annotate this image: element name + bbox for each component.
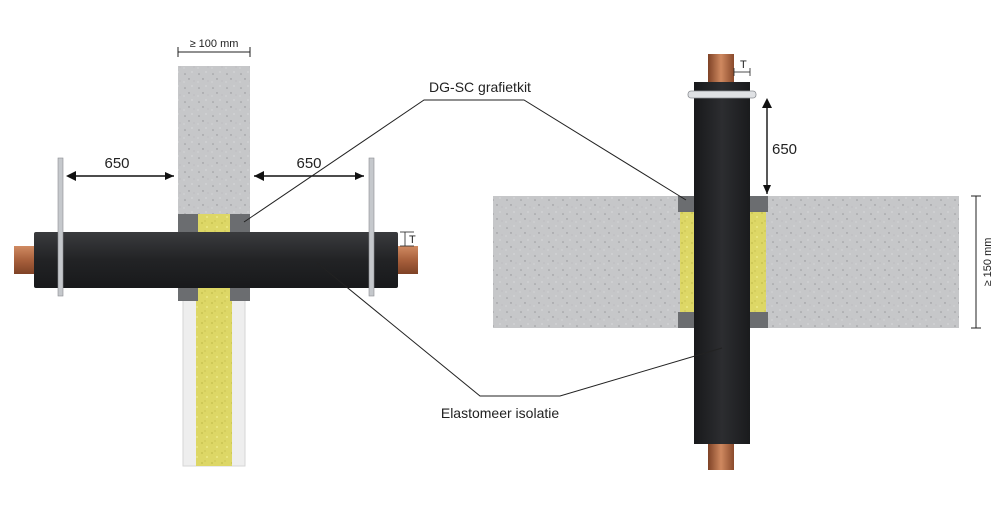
thickness-left-dimension: T [400, 231, 416, 247]
graphite-kit-label: DG-SC grafietkit [429, 79, 531, 95]
insulated-pipe-vertical [694, 82, 750, 444]
floor-assembly [493, 54, 959, 470]
vertical-distance-dimension: 650 [762, 98, 797, 194]
right-distance-label: 650 [296, 155, 321, 172]
insulated-pipe-horizontal [34, 232, 398, 288]
wall-thickness-dimension: ≥ 100 mm [177, 38, 251, 57]
leader-lines [243, 99, 723, 397]
thickness-left-label: T [409, 234, 416, 246]
wool-fill-bottom [198, 287, 230, 301]
wool-fill-top [198, 214, 230, 232]
copper-pipe-top-end [708, 54, 734, 84]
pipe-hanger-left [57, 157, 64, 297]
insulation-label: Elastomeer isolatie [441, 405, 559, 421]
left-distance-dimension: 650 [66, 155, 174, 181]
wall-thickness-label: ≥ 100 mm [190, 38, 239, 50]
vertical-distance-label: 650 [772, 141, 797, 158]
pipe-clamp-ring [687, 90, 757, 99]
right-distance-dimension: 650 [254, 155, 364, 181]
wall-mineral-wool-lower [196, 300, 232, 466]
wall-concrete-upper [178, 66, 250, 214]
floor-thickness-dimension: ≥ 150 mm [971, 195, 994, 329]
wall-assembly [14, 66, 418, 467]
thickness-right-label: T [740, 59, 747, 71]
thickness-right-dimension: T [733, 59, 751, 76]
pipe-hanger-right [368, 157, 375, 297]
floor-thickness-label: ≥ 150 mm [982, 238, 994, 287]
floor-wool-left [680, 212, 698, 312]
copper-pipe-bottom-end [708, 440, 734, 470]
left-distance-label: 650 [104, 155, 129, 172]
floor-wool-right [748, 212, 766, 312]
